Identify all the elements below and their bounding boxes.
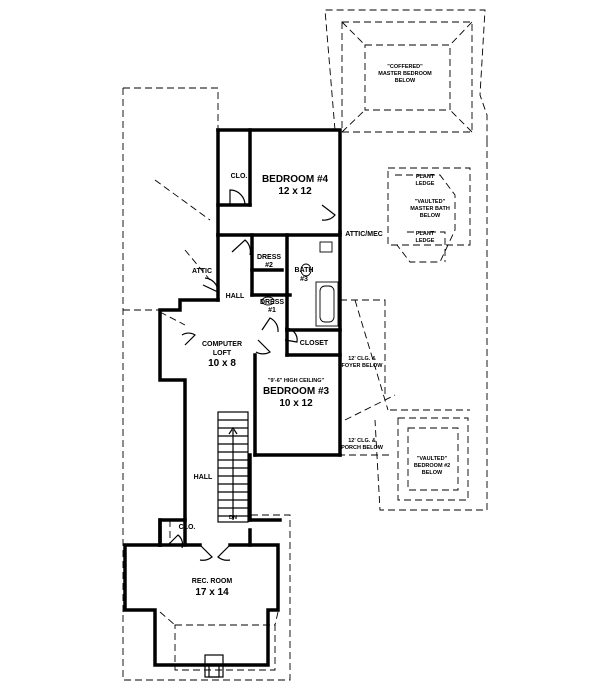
bath3-label: BATH	[295, 267, 314, 274]
hall-mid-label: HALL	[194, 474, 213, 481]
dress1-label: DRESS	[260, 299, 284, 306]
bedroom3-size: 10 x 12	[279, 398, 313, 409]
dress2-num: #2	[265, 262, 273, 269]
loft-size: 10 x 8	[208, 358, 236, 369]
below-label-2: BELOW	[420, 213, 441, 219]
dn-label: DN	[229, 515, 237, 521]
closet-label: CLOSET	[300, 340, 329, 347]
computer-loft-label: COMPUTER	[202, 341, 242, 348]
vaulted-label-2: "VAULTED"	[417, 456, 448, 462]
plant-ledge-label-2: PLANT	[416, 231, 435, 237]
rec-room-size: 17 x 14	[195, 587, 229, 598]
hall-top-label: HALL	[226, 293, 245, 300]
clo-bottom-label: CLO.	[179, 524, 196, 531]
master-bedroom-below-label: MASTER BEDROOM	[378, 71, 432, 77]
lower-floor-outline	[122, 9, 488, 681]
below-label-3: BELOW	[422, 470, 443, 476]
bath-fixtures	[261, 241, 339, 327]
high-ceiling-label: "9'-6" HIGH CEILING"	[268, 378, 325, 384]
below-label-1: BELOW	[395, 78, 416, 84]
loft-label: LOFT	[213, 350, 232, 357]
bath3-num: #3	[300, 276, 308, 283]
master-bath-label: MASTER BATH	[410, 206, 450, 212]
room-labels: "COFFERED" MASTER BEDROOM BELOW PLANT LE…	[179, 64, 451, 598]
bedroom4-name: BEDROOM #4	[262, 174, 329, 185]
attic-label: ATTIC	[192, 268, 212, 275]
plant-ledge-label-2b: LEDGE	[416, 238, 435, 244]
bedroom4-size: 12 x 12	[278, 186, 312, 197]
porch-clg-label: 12' CLG. &	[348, 438, 376, 444]
foyer-below-label: FOYER BELOW	[342, 363, 384, 369]
doors	[167, 189, 336, 561]
attic-mec-label: ATTIC/MEC	[345, 231, 383, 238]
plant-ledge-label-1b: LEDGE	[416, 181, 435, 187]
rec-room-label: REC. ROOM	[192, 578, 233, 585]
bedroom2-below-label: BEDROOM #2	[414, 463, 450, 469]
bedroom3-name: BEDROOM #3	[263, 386, 330, 397]
dress2-label: DRESS	[257, 254, 281, 261]
coffered-label: "COFFERED"	[387, 64, 423, 70]
vaulted-label-1: "VAULTED"	[415, 199, 446, 205]
foyer-clg-label: 12' CLG. &	[348, 356, 376, 362]
dress1-num: #1	[268, 307, 276, 314]
clo-top-label: CLO.	[231, 173, 248, 180]
staircase	[217, 411, 249, 523]
plant-ledge-label-1: PLANT	[416, 174, 435, 180]
porch-below-label: PORCH BELOW	[341, 445, 384, 451]
